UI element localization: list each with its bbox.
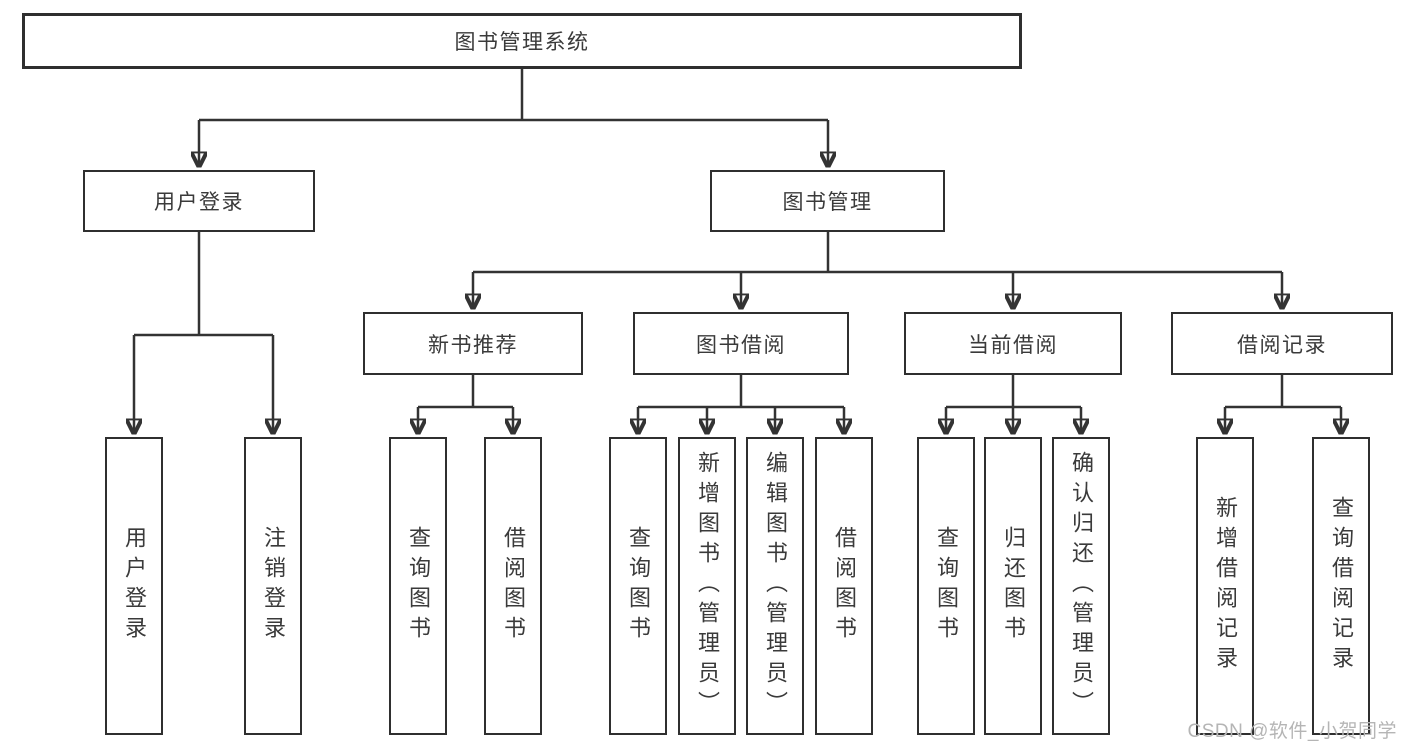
node-book-borrow: 图书借阅 (633, 312, 849, 375)
node-label: 新增图书（管理员） (695, 451, 720, 721)
node-label: 新增借阅记录 (1213, 496, 1238, 676)
node-label: 查询借阅记录 (1329, 496, 1354, 676)
node-user-login: 用户登录 (83, 170, 315, 232)
node-label: 确认归还（管理员） (1069, 451, 1094, 721)
csdn-watermark: CSDN @软件_小贺同学 (1187, 721, 1397, 742)
node-leaf-return-books: 归还图书 (984, 437, 1042, 735)
node-leaf-query-books: 查询图书 (389, 437, 447, 735)
node-label: 借阅图书 (832, 526, 857, 646)
node-label: 查询图书 (934, 526, 959, 646)
node-label: 查询图书 (406, 526, 431, 646)
node-label: 图书管理 (782, 191, 873, 214)
node-root: 图书管理系统 (22, 13, 1022, 69)
node-label: 查询图书 (626, 526, 651, 646)
node-leaf-query-borrow-record: 查询借阅记录 (1312, 437, 1370, 735)
node-borrow-record: 借阅记录 (1171, 312, 1393, 375)
node-label: 注销登录 (261, 526, 286, 646)
node-leaf-confirm-return-admin: 确认归还（管理员） (1052, 437, 1110, 735)
node-label: 用户登录 (122, 526, 147, 646)
node-leaf-logout: 注销登录 (244, 437, 302, 735)
node-label: 归还图书 (1001, 526, 1026, 646)
node-leaf-query-books: 查询图书 (917, 437, 975, 735)
node-leaf-add-books-admin: 新增图书（管理员） (678, 437, 736, 735)
node-book-management: 图书管理 (710, 170, 945, 232)
node-leaf-borrow-books: 借阅图书 (484, 437, 542, 735)
node-label: 用户登录 (154, 191, 244, 214)
node-label: 借阅记录 (1237, 333, 1327, 357)
node-leaf-add-borrow-record: 新增借阅记录 (1196, 437, 1254, 735)
node-label: 图书借阅 (696, 333, 786, 357)
node-leaf-user-login: 用户登录 (105, 437, 163, 735)
node-root-label: 图书管理系统 (454, 31, 590, 54)
node-leaf-edit-books-admin: 编辑图书（管理员） (746, 437, 804, 735)
node-label: 编辑图书（管理员） (763, 451, 788, 721)
node-label: 新书推荐 (428, 333, 518, 357)
node-leaf-borrow-books: 借阅图书 (815, 437, 873, 735)
node-current-borrow: 当前借阅 (904, 312, 1122, 375)
node-leaf-query-books: 查询图书 (609, 437, 667, 735)
node-new-book-recommend: 新书推荐 (363, 312, 583, 375)
node-label: 借阅图书 (501, 526, 526, 646)
node-label: 当前借阅 (968, 333, 1058, 357)
